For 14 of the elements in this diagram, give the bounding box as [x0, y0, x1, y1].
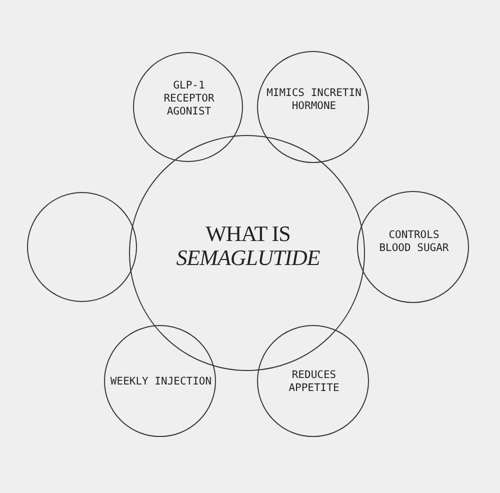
circle-outline [257, 325, 369, 437]
circle-label: REDUCES APPETITE [288, 369, 340, 395]
circle-label: MIMICS INCRETIN HORMONE [266, 87, 362, 113]
circle-outline [357, 191, 469, 303]
circle-outline [104, 325, 216, 437]
title-emphasis: SEMAGLUTIDE [176, 246, 320, 270]
circle-outline [133, 52, 243, 162]
title-text: WHAT IS [206, 222, 290, 246]
circle-outline [257, 51, 369, 163]
circle-outline [27, 192, 137, 302]
circle-outline [129, 135, 365, 371]
circle-label: CONTROLS BLOOD SUGAR [378, 229, 450, 255]
circle-label: GLP-1 RECEPTOR AGONIST [162, 80, 216, 118]
circle-label: WEEKLY INJECTION [109, 376, 213, 388]
